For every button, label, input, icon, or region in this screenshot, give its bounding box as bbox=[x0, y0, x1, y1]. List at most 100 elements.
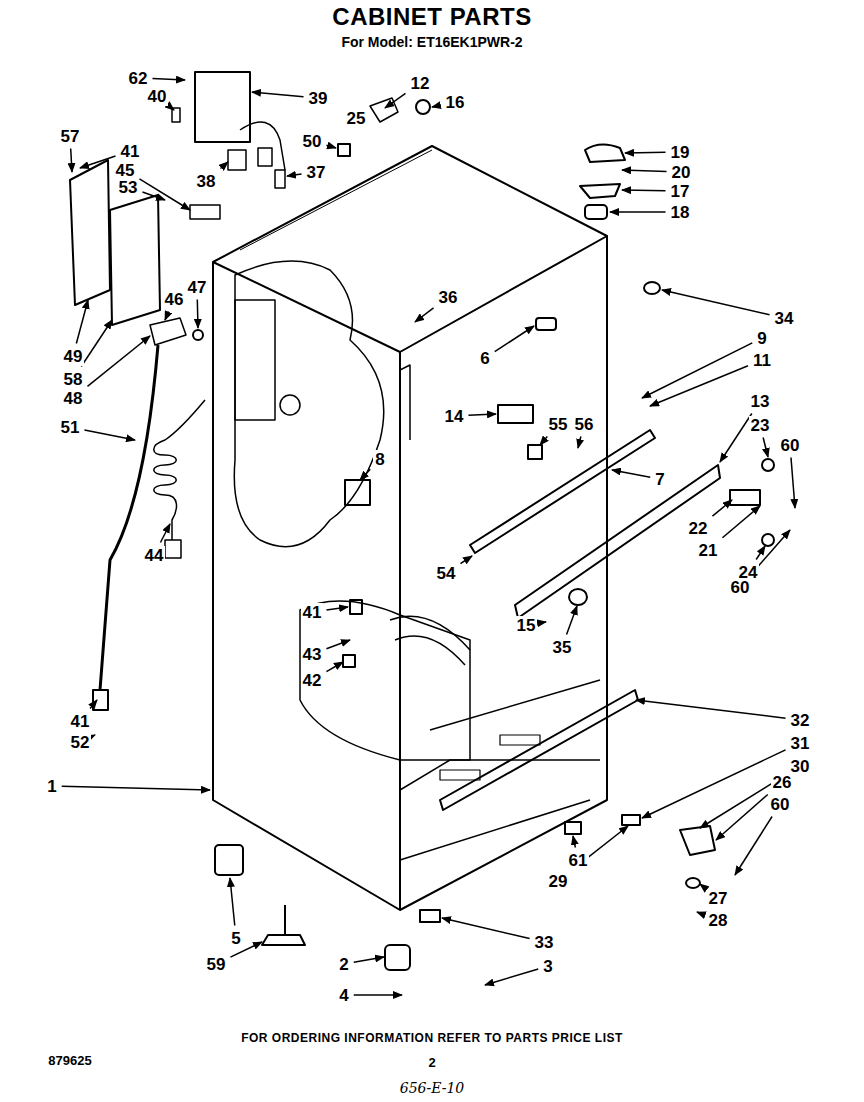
title: CABINET PARTS bbox=[330, 4, 533, 30]
callout-number: 26 bbox=[771, 773, 794, 792]
callout-number: 55 bbox=[547, 415, 570, 434]
leader-line bbox=[636, 700, 786, 718]
callout-number: 31 bbox=[789, 734, 812, 753]
leader-line bbox=[354, 994, 402, 996]
power-cord bbox=[154, 400, 205, 540]
callout-number: 41 bbox=[69, 712, 92, 731]
callout-number: 38 bbox=[195, 172, 218, 191]
leader-line bbox=[573, 836, 575, 848]
callout-number: 28 bbox=[707, 911, 730, 930]
leader-line bbox=[625, 152, 666, 154]
leader-line bbox=[197, 300, 199, 329]
callout-number: 15 bbox=[515, 616, 538, 635]
leader-line bbox=[578, 437, 581, 449]
leader-line bbox=[650, 366, 748, 406]
callout-number: 46 bbox=[163, 290, 186, 309]
leader-line bbox=[697, 912, 704, 914]
callout-number: 57 bbox=[59, 127, 82, 146]
leader-line bbox=[485, 969, 538, 985]
liner-cutaway bbox=[234, 261, 383, 547]
callout-number: 62 bbox=[127, 69, 150, 88]
leader-line bbox=[326, 640, 350, 649]
callout-number: 60 bbox=[769, 795, 792, 814]
callout-number: 39 bbox=[307, 89, 330, 108]
callout-number: 29 bbox=[547, 872, 570, 891]
crossbar bbox=[515, 465, 720, 618]
note: 656-E-10 bbox=[398, 1080, 466, 1096]
crossbar bbox=[470, 430, 655, 553]
callout-number: 56 bbox=[573, 415, 596, 434]
note: FOR ORDERING INFORMATION REFER TO PARTS … bbox=[239, 1031, 625, 1045]
drain-tube bbox=[100, 345, 158, 690]
callout-number: 20 bbox=[670, 163, 693, 182]
callout-number: 3 bbox=[541, 957, 554, 976]
callout-number: 4 bbox=[337, 986, 350, 1005]
callout-number: 23 bbox=[749, 416, 772, 435]
leader-line bbox=[252, 92, 304, 97]
callout-number: 6 bbox=[478, 349, 491, 368]
callout-number: 11 bbox=[751, 351, 773, 370]
callout-number: 12 bbox=[409, 74, 432, 93]
callout-number: 47 bbox=[186, 278, 209, 297]
leader-line bbox=[763, 438, 768, 458]
callout-number: 1 bbox=[45, 777, 58, 796]
leader-line bbox=[81, 320, 112, 367]
leader-line bbox=[720, 414, 752, 463]
leader-line bbox=[622, 170, 667, 172]
callout-number: 41 bbox=[301, 603, 324, 622]
callout-number: 32 bbox=[789, 711, 812, 730]
control-plate bbox=[195, 72, 250, 142]
leader-line bbox=[756, 546, 765, 560]
leader-line bbox=[495, 326, 534, 352]
callout-number: 5 bbox=[229, 929, 242, 948]
note: 879625 bbox=[46, 1053, 93, 1068]
leader-line bbox=[567, 606, 577, 635]
callout-number: 33 bbox=[533, 933, 556, 952]
leader-line bbox=[610, 211, 666, 213]
callout-number: 54 bbox=[435, 564, 458, 583]
leader-line bbox=[152, 79, 185, 80]
callout-number: 59 bbox=[205, 955, 228, 974]
leader-line bbox=[220, 162, 228, 169]
side-panel bbox=[70, 160, 110, 305]
callout-number: 61 bbox=[567, 851, 590, 870]
gasket bbox=[110, 195, 160, 325]
leader-line bbox=[94, 734, 96, 736]
leader-line bbox=[415, 308, 434, 322]
callout-number: 34 bbox=[773, 309, 796, 328]
callout-number: 52 bbox=[69, 733, 92, 752]
leader-line bbox=[62, 786, 210, 790]
leader-line bbox=[360, 469, 370, 480]
callout-number: 41 bbox=[119, 142, 142, 161]
lower-cutaway bbox=[300, 601, 470, 760]
callout-number: 36 bbox=[437, 288, 460, 307]
callout-number: 58 bbox=[62, 370, 85, 389]
leader-line bbox=[139, 179, 190, 210]
leader-line bbox=[87, 336, 150, 386]
callout-number: 25 bbox=[345, 109, 368, 128]
callout-number: 16 bbox=[444, 93, 467, 112]
leader-line bbox=[71, 149, 72, 173]
leader-line bbox=[735, 817, 772, 876]
callout-number: 19 bbox=[669, 143, 692, 162]
callout-number: 17 bbox=[669, 182, 692, 201]
leader-line bbox=[432, 105, 441, 107]
callout-number: 14 bbox=[443, 407, 466, 426]
callout-number: 53 bbox=[117, 178, 140, 197]
callout-number: 37 bbox=[305, 163, 328, 182]
note: 2 bbox=[426, 1055, 437, 1070]
leader-line bbox=[326, 662, 343, 672]
callout-number: 49 bbox=[62, 347, 85, 366]
leader-line bbox=[460, 556, 472, 564]
note: For Model: ET16EK1PWR-2 bbox=[339, 34, 524, 50]
cabinet-top bbox=[213, 146, 607, 352]
leader-line bbox=[662, 290, 770, 315]
roller bbox=[215, 845, 243, 875]
callout-number: 43 bbox=[301, 645, 324, 664]
callout-number: 21 bbox=[697, 541, 720, 560]
leader-line bbox=[287, 174, 302, 176]
leader-line bbox=[165, 312, 169, 321]
cabinet-back-edge bbox=[400, 236, 607, 910]
callout-number: 51 bbox=[59, 418, 82, 437]
leader-line bbox=[326, 607, 348, 610]
